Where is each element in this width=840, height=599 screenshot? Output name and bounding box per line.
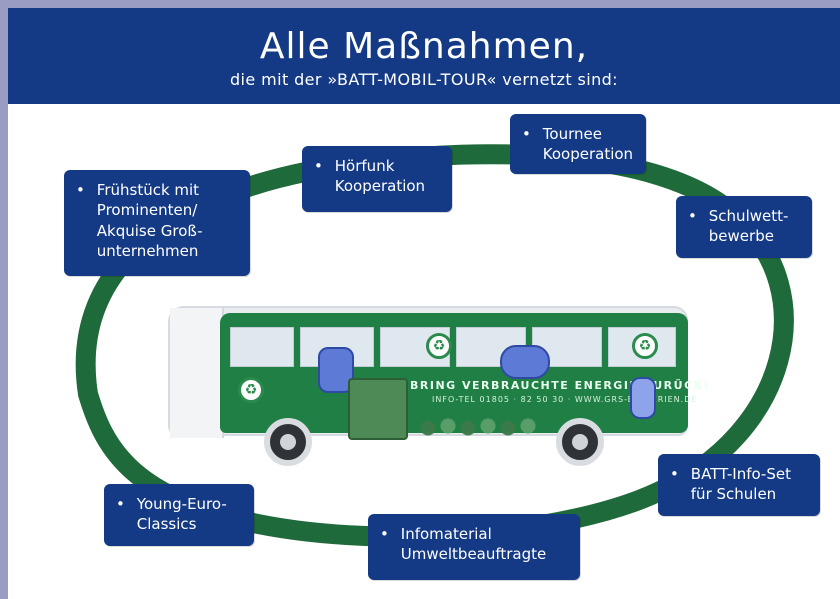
bus-green-panel: ♻ ♻ ♻ BRING VERBRAUCHTE ENERGIE ZURÜCK! … (220, 313, 709, 433)
bus-wheel (264, 418, 312, 466)
recycling-logo-icon: ♻ (238, 377, 264, 403)
box-hoerfunk: • Hörfunk Kooperation (302, 146, 452, 212)
box-text: Infomaterial Umweltbeauftragte (400, 525, 547, 564)
bullet-icon: • (380, 525, 389, 543)
recycling-bin-icon (348, 378, 408, 440)
bullet-icon: • (76, 181, 85, 199)
bullet-icon: • (314, 157, 323, 175)
box-young-euro-classics: • Young-Euro- Classics (104, 484, 254, 546)
recycling-logo-icon: ♻ (632, 333, 658, 359)
batteries-pile-icon (418, 416, 538, 438)
box-text: Frühstück mit Prominenten/ Akquise Groß-… (96, 181, 203, 260)
battery-mascot-icon (630, 377, 656, 419)
bus-wheel (556, 418, 604, 466)
header: Alle Maßnahmen, die mit der »BATT-MOBIL-… (8, 8, 840, 104)
bullet-icon: • (688, 207, 697, 225)
box-text: Young-Euro- Classics (136, 495, 227, 534)
box-text: Tournee Kooperation (542, 125, 634, 164)
bus-illustration: ♻ ♻ ♻ BRING VERBRAUCHTE ENERGIE ZURÜCK! … (168, 306, 709, 466)
recycling-logo-icon: ♻ (426, 333, 452, 359)
page-title: Alle Maßnahmen, (259, 26, 589, 67)
bus-slogan: BRING VERBRAUCHTE ENERGIE ZURÜCK! (410, 379, 711, 392)
box-fruehstueck: • Frühstück mit Prominenten/ Akquise Gro… (64, 170, 250, 276)
box-text: BATT-Info-Set für Schulen (690, 465, 791, 504)
bus-contact-text: INFO-TEL 01805 · 82 50 30 · WWW.GRS-BATT… (432, 395, 698, 404)
page-subtitle: die mit der »BATT-MOBIL-TOUR« vernetzt s… (230, 70, 618, 89)
box-tournee: • Tournee Kooperation (510, 114, 646, 174)
battery-mascot-icon (500, 345, 550, 379)
bus-window (230, 327, 294, 367)
bullet-icon: • (670, 465, 679, 483)
slide-panel: Alle Maßnahmen, die mit der »BATT-MOBIL-… (8, 8, 840, 599)
bus-front (170, 308, 224, 438)
green-ring (75, 144, 794, 547)
box-text: Schulwett- bewerbe (708, 207, 789, 246)
bullet-icon: • (116, 495, 125, 513)
box-schulwettbewerbe: • Schulwett- bewerbe (676, 196, 812, 258)
bus-body: ♻ ♻ ♻ BRING VERBRAUCHTE ENERGIE ZURÜCK! … (168, 306, 709, 440)
ring-diagram (75, 144, 794, 547)
box-batt-info-set: • BATT-Info-Set für Schulen (658, 454, 820, 516)
bullet-icon: • (522, 125, 531, 143)
box-text: Hörfunk Kooperation (334, 157, 426, 196)
box-infomaterial: • Infomaterial Umweltbeauftragte (368, 514, 580, 580)
